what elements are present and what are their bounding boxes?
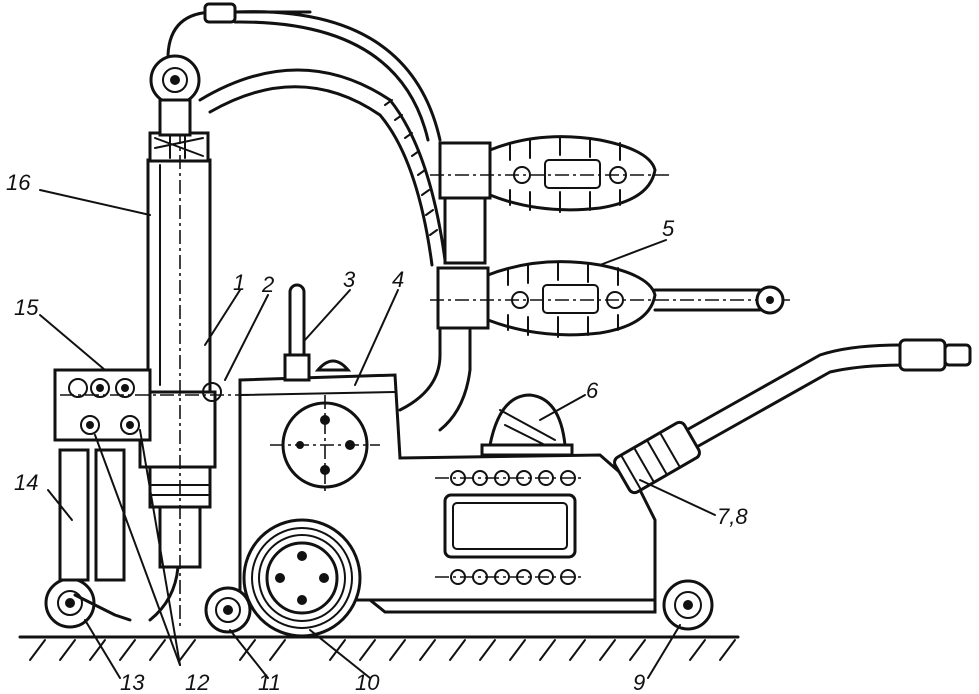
callout-4: 4 — [392, 267, 404, 292]
callout-11: 11 — [258, 670, 281, 694]
callout-12: 12 — [185, 670, 209, 694]
callout-labels: 1 2 3 4 5 6 7,8 9 10 11 12 13 14 15 16 — [6, 170, 748, 694]
knob — [480, 393, 574, 457]
wheels — [44, 577, 714, 634]
column-cylinder — [138, 105, 217, 630]
front-bracket — [53, 368, 250, 622]
callout-1: 1 — [233, 270, 245, 295]
callout-7-8: 7,8 — [717, 504, 748, 529]
callout-9: 9 — [633, 670, 645, 694]
callout-3: 3 — [343, 267, 356, 292]
front-roller — [242, 518, 362, 638]
handles — [430, 135, 790, 338]
lever — [283, 283, 311, 382]
hose-connector — [613, 338, 972, 495]
ground — [18, 635, 740, 661]
callout-6: 6 — [586, 378, 599, 403]
callout-15: 15 — [14, 295, 39, 320]
callout-5: 5 — [662, 216, 675, 241]
callout-16: 16 — [6, 170, 31, 195]
swivel-joint — [149, 2, 312, 137]
callout-10: 10 — [355, 670, 380, 694]
callout-13: 13 — [120, 670, 145, 694]
callout-2: 2 — [261, 272, 274, 297]
callout-14: 14 — [14, 470, 38, 495]
control-panel — [435, 470, 585, 585]
leader-lines — [39, 189, 716, 679]
hoses — [198, 10, 472, 432]
